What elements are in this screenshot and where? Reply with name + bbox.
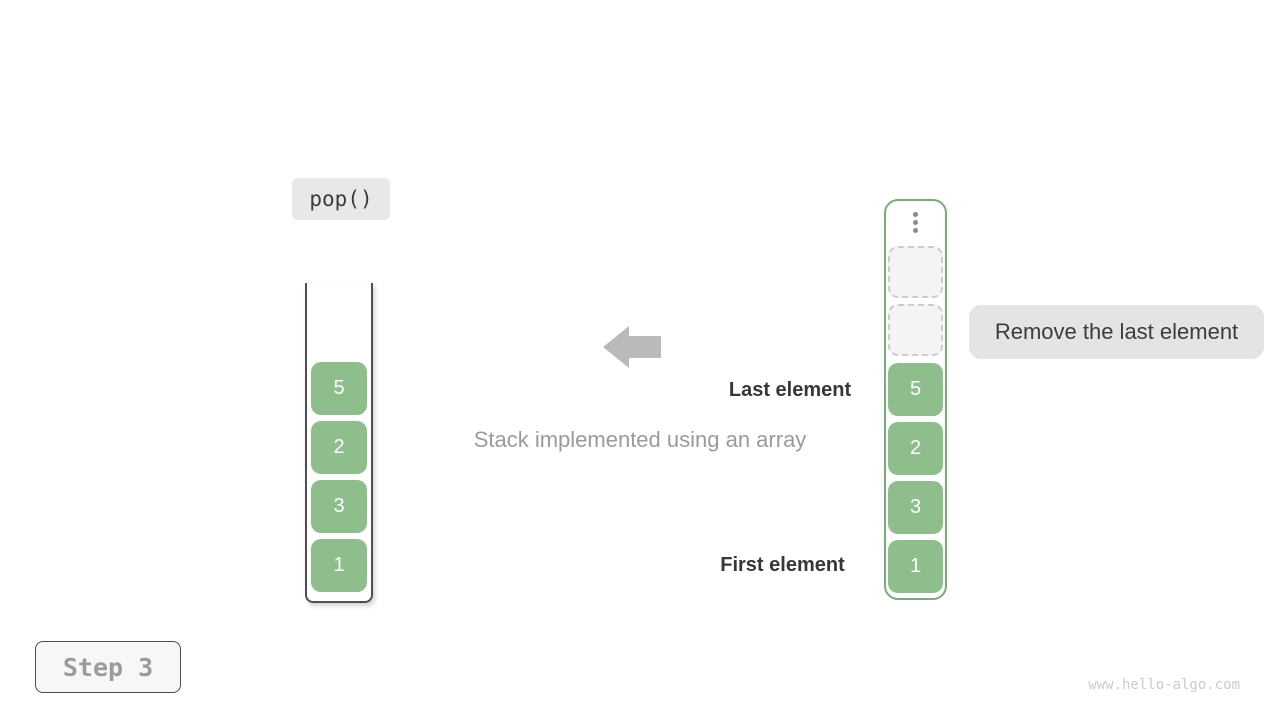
last-element-label: Last element — [728, 379, 852, 401]
vertical-ellipsis-icon — [913, 212, 918, 233]
step-indicator: Step 3 — [35, 641, 181, 693]
stack-cell: 2 — [311, 421, 367, 474]
array-cell: 2 — [888, 422, 943, 475]
stack-cell: 1 — [311, 539, 367, 592]
arrow-left-icon — [603, 326, 661, 368]
empty-slot — [888, 246, 943, 298]
watermark-url: www.hello-algo.com — [1088, 677, 1240, 693]
first-element-label: First element — [720, 554, 845, 576]
array-cell: 5 — [888, 363, 943, 416]
stack-container: 5 2 3 1 — [305, 283, 373, 603]
operation-label: pop() — [292, 178, 390, 220]
stack-cell: 5 — [311, 362, 367, 415]
empty-slot — [888, 304, 943, 356]
remove-last-element-label: Remove the last element — [969, 305, 1264, 359]
figure-caption: Stack implemented using an array — [473, 427, 807, 452]
array-container: 5 2 3 1 — [884, 199, 947, 600]
array-cell: 1 — [888, 540, 943, 593]
stack-cell: 3 — [311, 480, 367, 533]
array-cell: 3 — [888, 481, 943, 534]
